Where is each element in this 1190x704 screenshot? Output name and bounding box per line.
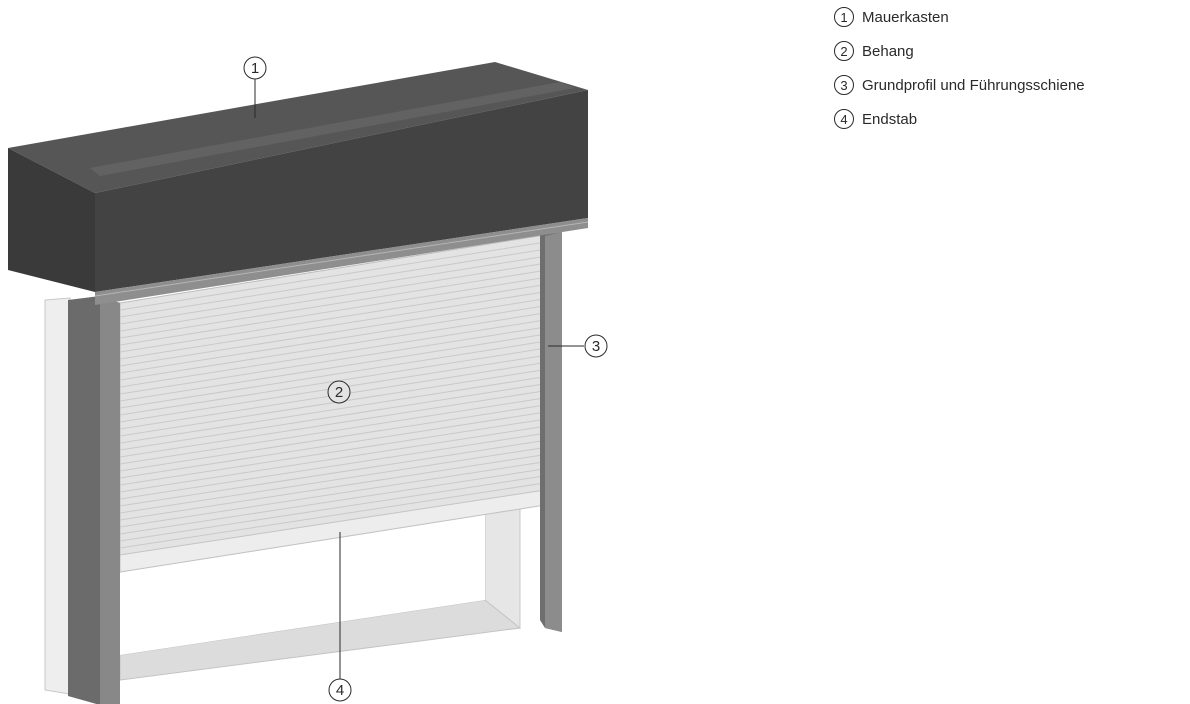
legend-number-1: 1 xyxy=(834,7,854,27)
curtain-slat xyxy=(119,305,546,374)
curtain-slat xyxy=(119,411,546,479)
curtain-slat xyxy=(119,418,546,486)
svg-text:4: 4 xyxy=(336,682,344,699)
legend-item-2: 2 Behang xyxy=(834,40,1085,62)
curtain-slat xyxy=(119,333,546,402)
curtain-slat xyxy=(119,475,546,542)
callout-2: 2 xyxy=(327,380,351,404)
legend-number-2: 2 xyxy=(834,41,854,61)
housing-box xyxy=(8,62,589,305)
legend-label-4: Endstab xyxy=(862,110,918,128)
curtain-slat xyxy=(119,262,546,332)
legend-label-2: Behang xyxy=(862,42,914,60)
legend-item-3: 3 Grundprofil und Führungsschiene xyxy=(834,74,1085,96)
svg-text:3: 3 xyxy=(592,338,600,355)
curtain-slat xyxy=(119,291,546,360)
curtain-slat xyxy=(119,397,546,465)
legend-number-3: 3 xyxy=(834,75,854,95)
curtain-slat xyxy=(119,447,546,514)
callout-3: 3 xyxy=(584,334,608,358)
curtain-slat xyxy=(119,248,546,318)
svg-text:1: 1 xyxy=(251,60,259,77)
curtain-slat xyxy=(119,369,546,437)
legend-item-4: 4 Endstab xyxy=(834,108,1085,130)
curtain-slat xyxy=(119,425,546,493)
legend-number-4: 4 xyxy=(834,109,854,129)
curtain-slat xyxy=(119,383,546,451)
curtain-slat xyxy=(119,319,546,388)
curtain-slat xyxy=(119,255,546,325)
svg-text:2: 2 xyxy=(335,384,343,401)
curtain-slat xyxy=(119,284,546,353)
guide-rail-left xyxy=(68,296,120,704)
curtain-slat xyxy=(119,340,546,409)
curtain-slat xyxy=(119,326,546,395)
curtain-slat xyxy=(119,347,546,416)
curtain-slat xyxy=(119,404,546,472)
window-frame xyxy=(44,297,522,695)
curtain-slat xyxy=(119,277,546,346)
curtain-slat xyxy=(119,376,546,444)
legend-label-1: Mauerkasten xyxy=(862,8,949,26)
curtain-slat xyxy=(119,390,546,458)
curtain-slat xyxy=(119,439,546,507)
legend-label-3: Grundprofil und Führungsschiene xyxy=(862,76,1085,94)
guide-rail-right xyxy=(540,232,562,632)
curtain-slat xyxy=(119,454,546,521)
curtain-slat xyxy=(119,482,546,549)
callout-1: 1 xyxy=(243,56,267,80)
shutter-curtain xyxy=(119,234,546,573)
curtain-slat xyxy=(119,241,546,311)
curtain-slat xyxy=(119,468,546,535)
legend-item-1: 1 Mauerkasten xyxy=(834,6,1085,28)
curtain-slat xyxy=(119,461,546,528)
callout-4: 4 xyxy=(328,678,352,702)
legend: 1 Mauerkasten 2 Behang 3 Grundprofil und… xyxy=(834,6,1085,142)
curtain-slat xyxy=(119,269,546,339)
curtain-slat xyxy=(119,312,546,381)
curtain-slat xyxy=(119,432,546,500)
curtain-slat xyxy=(119,298,546,367)
